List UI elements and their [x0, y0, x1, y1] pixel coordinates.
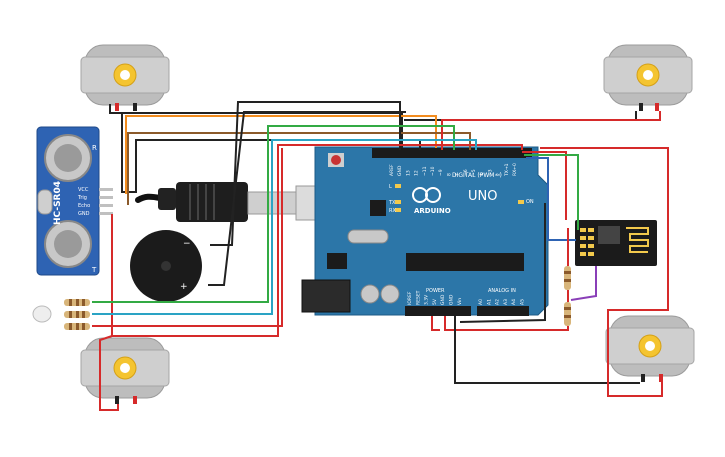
- sensor-pin-echo: Echo: [78, 203, 90, 209]
- buzzer-plus: +: [180, 282, 188, 292]
- arduino-model: UNO: [468, 189, 497, 204]
- digital-pin-label-6: ~9: [438, 169, 444, 176]
- power-pin-label-6: Vin: [457, 298, 463, 305]
- digital-pin-label-10: ~5: [471, 169, 477, 176]
- digital-label: DIGITAL (PWM~): [452, 172, 502, 179]
- motor-top-left[interactable]: [80, 44, 170, 106]
- power-pin-label-1: RESET: [415, 290, 421, 305]
- motor-top-right[interactable]: [603, 44, 693, 106]
- sensor-side-r: R: [92, 144, 97, 152]
- digital-pin-label-14: TX→1: [504, 163, 510, 177]
- sensor-pin-gnd: GND: [78, 211, 90, 217]
- analog-pin-label-1: A1: [486, 299, 492, 305]
- wires: [92, 101, 669, 411]
- digital-pin-label-4: ~11: [422, 166, 428, 176]
- digital-pin-label-11: 4: [479, 173, 485, 176]
- analog-pin-label-3: A3: [503, 299, 509, 305]
- sensor-pin-trig: Trig: [77, 195, 87, 201]
- esp8266-module[interactable]: [575, 220, 657, 266]
- usb-cable[interactable]: [135, 182, 345, 222]
- digital-pin-label-8: 7: [455, 173, 461, 176]
- rgb-led[interactable]: [32, 305, 52, 323]
- power-pin-label-3: 5V: [432, 298, 438, 305]
- digital-pin-label-1: GND: [397, 165, 403, 176]
- on-label: ON: [526, 199, 534, 205]
- power-pin-label-0: IOREF: [407, 291, 413, 305]
- motor-bottom-left[interactable]: [80, 337, 170, 399]
- digital-pin-label-5: ~10: [430, 166, 436, 176]
- digital-pin-label-7: 8: [446, 173, 452, 176]
- motor-terminals: [115, 103, 663, 404]
- analog-pin-label-0: A0: [478, 299, 484, 305]
- power-pin-label-2: 3.3V: [424, 294, 430, 305]
- power-label: POWER: [426, 288, 445, 294]
- tx-label: TX: [388, 200, 396, 206]
- arduino-uno-board[interactable]: ARDUINO UNO DIGITAL (PWM~) POWER ANALOG …: [301, 146, 549, 316]
- power-pin-label-5: GND: [449, 294, 455, 305]
- digital-pin-label-13: 2: [496, 173, 502, 176]
- motor-bottom-right[interactable]: [605, 315, 695, 377]
- resistors[interactable]: [64, 266, 571, 330]
- digital-pin-label-3: 12: [414, 170, 420, 176]
- sensor-label: HC-SR04: [53, 181, 63, 225]
- ultrasonic-sensor[interactable]: HC-SR04 VCC Trig Echo GND R T: [36, 126, 113, 276]
- analog-pin-label-5: A5: [520, 299, 526, 305]
- piezo-buzzer[interactable]: − +: [130, 230, 202, 302]
- arduino-logo: ARDUINO: [414, 207, 451, 215]
- power-pin-label-4: GND: [440, 294, 446, 305]
- digital-pin-label-15: RX←0: [512, 163, 518, 176]
- digital-pin-label-12: ~3: [487, 169, 493, 176]
- sensor-pin-vcc: VCC: [78, 187, 89, 193]
- analog-pin-label-2: A2: [495, 299, 501, 305]
- analog-pin-label-4: A4: [511, 299, 517, 305]
- sensor-side-t: T: [91, 266, 97, 274]
- rx-label: RX: [389, 208, 396, 214]
- buzzer-minus: −: [183, 239, 191, 249]
- l-label: L: [389, 184, 392, 190]
- analog-label: ANALOG IN: [488, 288, 516, 294]
- digital-pin-label-0: AREF: [389, 164, 395, 176]
- digital-pin-label-2: 13: [405, 170, 411, 176]
- digital-pin-label-9: ~6: [463, 169, 469, 176]
